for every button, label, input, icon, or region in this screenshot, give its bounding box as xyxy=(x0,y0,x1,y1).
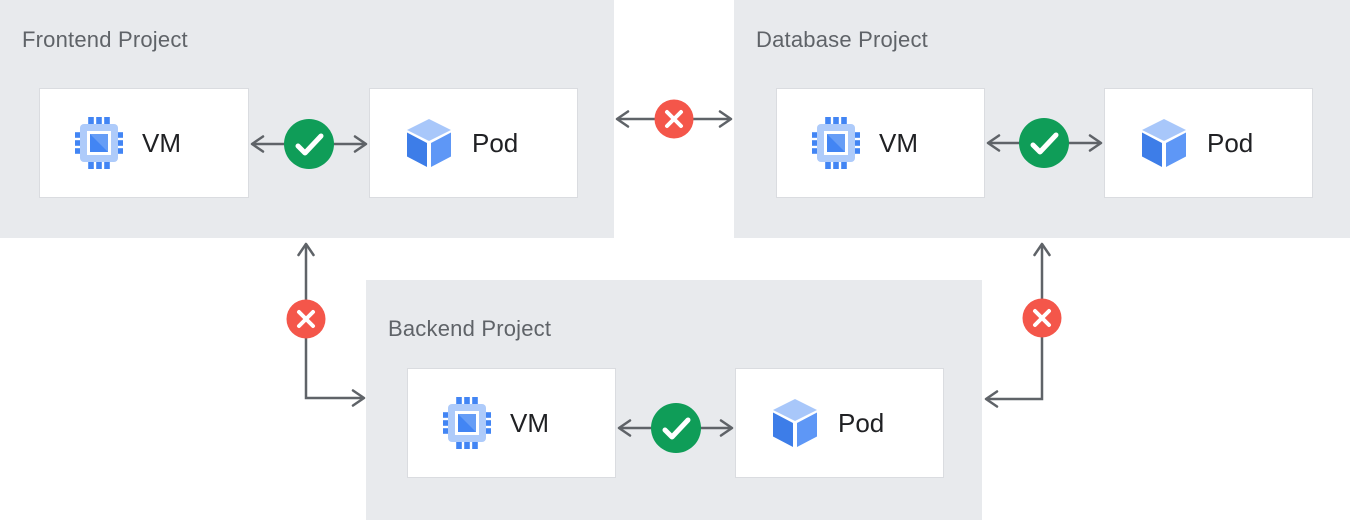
connection-database-vm-pod xyxy=(986,118,1103,168)
connection-frontend-vm-pod xyxy=(250,119,368,169)
arrowhead-left-icon xyxy=(615,110,630,128)
pod-cube-icon xyxy=(407,119,451,167)
connection-frontend-database-blocked xyxy=(615,99,733,139)
connection-backend-vm-pod xyxy=(617,403,734,453)
arrowhead-left-icon xyxy=(617,419,632,437)
connection-frontend-backend-blocked xyxy=(286,242,366,407)
arrowhead-left-icon xyxy=(250,135,265,153)
arrowhead-right-icon xyxy=(1088,134,1103,152)
node-label: Pod xyxy=(1207,127,1254,158)
arrowhead-right-icon xyxy=(351,389,366,407)
node-label: VM xyxy=(142,127,181,158)
connection-database-backend-blocked xyxy=(984,242,1062,408)
allowed-check-icon xyxy=(651,403,701,453)
arrowhead-left-icon xyxy=(986,134,1001,152)
panel-title: Frontend Project xyxy=(22,27,188,52)
node-label: Pod xyxy=(472,127,519,158)
pod-cube-icon xyxy=(1142,119,1186,167)
allowed-check-icon xyxy=(284,119,334,169)
arrowhead-up-icon xyxy=(1033,242,1051,257)
vm-chip-icon xyxy=(443,397,491,449)
pod-cube-icon xyxy=(773,399,817,447)
node-backend-vm: VM xyxy=(407,368,616,478)
arrowhead-right-icon xyxy=(353,135,368,153)
node-label: VM xyxy=(879,127,918,158)
arrowhead-right-icon xyxy=(719,419,734,437)
allowed-check-icon xyxy=(1019,118,1069,168)
arrowhead-up-icon xyxy=(297,242,315,257)
vm-chip-icon xyxy=(812,117,860,169)
node-frontend-pod: Pod xyxy=(369,88,578,198)
panel-title: Database Project xyxy=(756,27,928,52)
node-database-pod: Pod xyxy=(1104,88,1313,198)
arrowhead-left-icon xyxy=(984,390,999,408)
node-frontend-vm: VM xyxy=(39,88,249,198)
node-database-vm: VM xyxy=(776,88,985,198)
arrowhead-right-icon xyxy=(718,110,733,128)
node-label: VM xyxy=(510,407,549,438)
node-label: Pod xyxy=(838,407,885,438)
node-backend-pod: Pod xyxy=(735,368,944,478)
panel-title: Backend Project xyxy=(388,316,552,341)
vm-chip-icon xyxy=(75,117,123,169)
